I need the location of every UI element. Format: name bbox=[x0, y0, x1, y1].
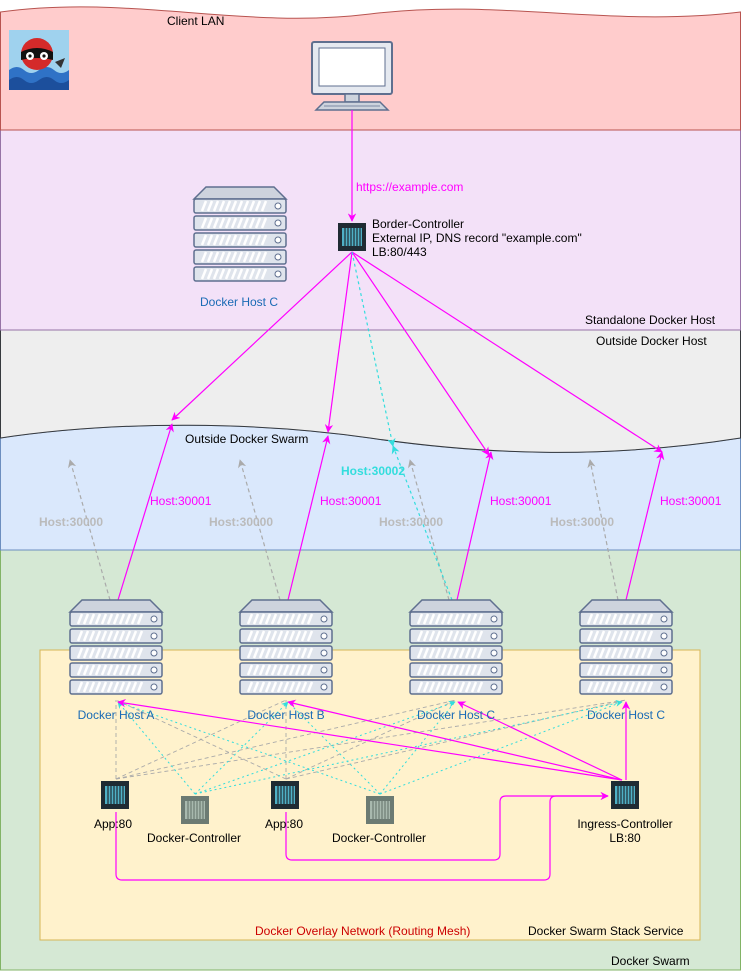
docker-controller-label-1: Docker-Controller bbox=[147, 831, 241, 845]
border-controller-label: Border-Controller External IP, DNS recor… bbox=[372, 217, 582, 259]
ingress-controller-container bbox=[610, 780, 640, 810]
app-label-2: App:80 bbox=[265, 817, 303, 831]
port-label-30001-a: Host:30001 bbox=[150, 494, 212, 508]
ingress-controller-port: LB:80 bbox=[609, 831, 641, 845]
swarm-host-label-c: Docker Host C bbox=[417, 708, 495, 722]
docker-controller-label-2: Docker-Controller bbox=[332, 831, 426, 845]
standalone-host-label: Standalone Docker Host bbox=[585, 313, 716, 327]
swarm-host-server-c bbox=[408, 598, 504, 696]
standalone-docker-host-server bbox=[192, 185, 288, 283]
border-controller-name: Border-Controller bbox=[372, 217, 464, 231]
port-label-30000-a: Host:30000 bbox=[39, 515, 103, 529]
port-label-30001-b: Host:30001 bbox=[320, 494, 382, 508]
border-controller-icon bbox=[337, 222, 367, 252]
docker-swarm-label: Docker Swarm bbox=[611, 954, 690, 968]
zone-standalone-host bbox=[0, 129, 741, 331]
internal-mesh-gray bbox=[115, 699, 627, 780]
ingress-controller-name: Ingress-Controller bbox=[577, 817, 672, 831]
url-label: https://example.com bbox=[356, 180, 463, 194]
port-label-30000-d: Host:30000 bbox=[550, 515, 614, 529]
internal-mesh-cyan bbox=[117, 699, 623, 795]
outside-swarm-label: Outside Docker Swarm bbox=[185, 432, 308, 446]
port-label-30000-b: Host:30000 bbox=[209, 515, 273, 529]
app-container-1 bbox=[100, 780, 130, 810]
border-to-hosts-routes bbox=[171, 251, 663, 456]
docker-controller-container-2 bbox=[365, 795, 395, 825]
swarm-host-server-d bbox=[578, 598, 674, 696]
port-label-30000-c: Host:30000 bbox=[379, 515, 443, 529]
swarm-host-server-a bbox=[68, 598, 164, 696]
port-label-30001-c: Host:30001 bbox=[490, 494, 552, 508]
zone-outside-host bbox=[0, 329, 741, 453]
app-label-1: App:80 bbox=[94, 817, 132, 831]
stack-service-label: Docker Swarm Stack Service bbox=[528, 924, 684, 938]
swarm-host-server-b bbox=[238, 598, 334, 696]
ingress-routes bbox=[115, 699, 631, 881]
port-label-30001-d: Host:30001 bbox=[660, 494, 722, 508]
zone-stack-service bbox=[39, 649, 701, 941]
swarm-host-label-d: Docker Host C bbox=[587, 708, 665, 722]
standalone-host-label-c: Docker Host C bbox=[200, 295, 278, 309]
overlay-network-label: Docker Overlay Network (Routing Mesh) bbox=[255, 924, 470, 938]
border-controller-ports: LB:80/443 bbox=[372, 245, 427, 259]
host-uplinks bbox=[68, 423, 665, 601]
docker-controller-container-1 bbox=[180, 795, 210, 825]
outside-host-label: Outside Docker Host bbox=[596, 334, 707, 348]
client-computer-icon bbox=[311, 41, 393, 111]
swarm-host-label-b: Docker Host B bbox=[247, 708, 324, 722]
swarm-host-label-a: Docker Host A bbox=[78, 708, 155, 722]
client-lan-label: Client LAN bbox=[167, 14, 224, 28]
border-controller-detail: External IP, DNS record "example.com" bbox=[372, 231, 582, 245]
port-label-30002: Host:30002 bbox=[341, 464, 405, 478]
app-container-2 bbox=[270, 780, 300, 810]
ninja-whale-logo bbox=[9, 30, 69, 90]
